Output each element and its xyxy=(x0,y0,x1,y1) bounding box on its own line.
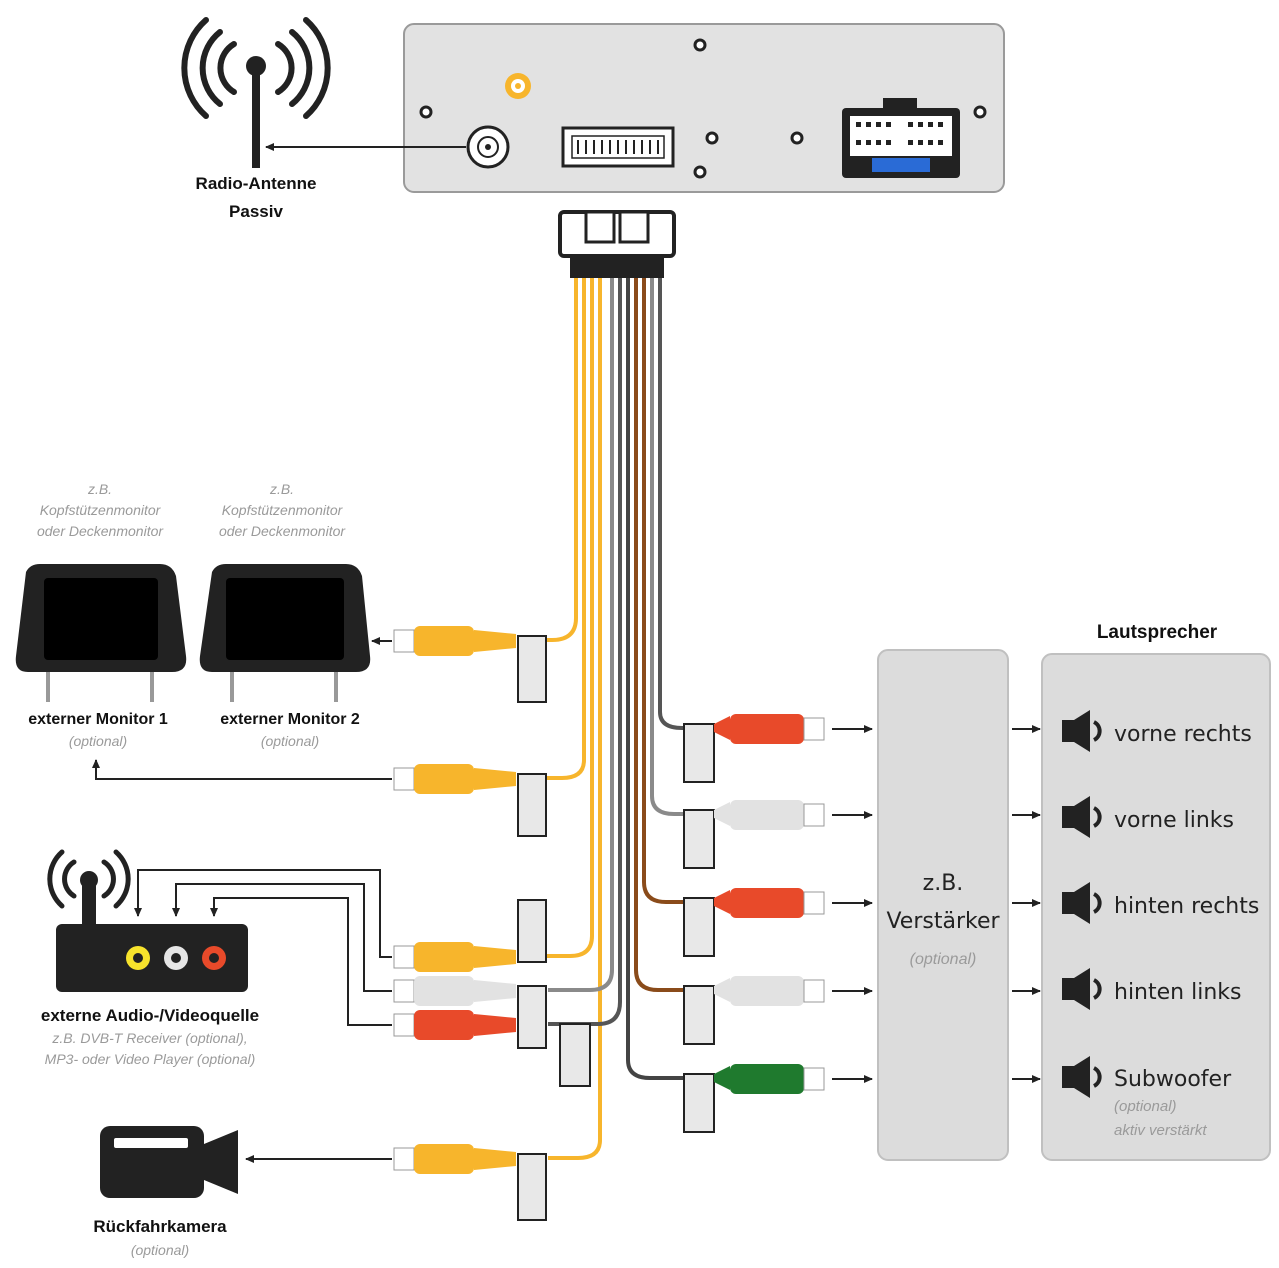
antenna-label: Radio-Antenne xyxy=(196,174,317,193)
monitor-2-label: externer Monitor 2 xyxy=(220,711,360,728)
speakers-panel: vorne rechts vorne links hinten rechts h… xyxy=(1041,653,1271,1161)
speaker-icon xyxy=(1062,882,1102,924)
amplifier-label-2: Verstärker xyxy=(886,909,1000,934)
antenna-socket-icon xyxy=(466,125,510,169)
speaker-label-rear-right: hinten rechts xyxy=(1114,894,1259,919)
main-connector-socket xyxy=(561,126,675,168)
av-source-note-1: z.B. DVB-T Receiver (optional), xyxy=(51,1030,247,1046)
monitor-2-note-3: oder Deckenmonitor xyxy=(219,523,346,539)
subwoofer-note: aktiv verstärkt xyxy=(1114,1122,1207,1139)
rca-plugs-left xyxy=(393,626,516,1174)
monitor-2-optional: (optional) xyxy=(261,733,319,749)
speaker-label-subwoofer: Subwoofer xyxy=(1114,1067,1232,1092)
monitor-1-label: externer Monitor 1 xyxy=(28,711,168,728)
camera-label: Rückfahrkamera xyxy=(93,1217,227,1236)
subwoofer-optional: (optional) xyxy=(1114,1098,1177,1115)
amplifier-panel: z.B. Verstärker (optional) xyxy=(877,649,1009,1161)
wire-bundle xyxy=(518,278,700,1160)
wire-tags xyxy=(517,635,715,1221)
monitor-2-icon xyxy=(199,564,371,702)
monitor-1-note-3: oder Deckenmonitor xyxy=(37,523,164,539)
speaker-icon xyxy=(1062,968,1102,1010)
speaker-label-front-left: vorne links xyxy=(1114,808,1234,833)
harness-plug xyxy=(558,210,676,278)
av-source-label: externe Audio-/Videoquelle xyxy=(41,1006,259,1025)
head-unit-rear xyxy=(403,23,1005,193)
speaker-icon xyxy=(1062,1056,1102,1098)
iso-connector-socket xyxy=(842,98,960,178)
camera-optional: (optional) xyxy=(131,1242,189,1258)
av-source-icon xyxy=(47,849,248,992)
monitor-1-optional: (optional) xyxy=(69,733,127,749)
radio-antenna-icon xyxy=(181,17,331,168)
av-source-note-2: MP3- oder Video Player (optional) xyxy=(45,1051,256,1067)
monitor-2-note-1: z.B. xyxy=(269,481,294,497)
speaker-icon xyxy=(1062,796,1102,838)
amplifier-label-1: z.B. xyxy=(923,871,964,896)
antenna-sublabel: Passiv xyxy=(229,202,283,221)
speaker-label-front-right: vorne rechts xyxy=(1114,722,1252,747)
amplifier-optional: (optional) xyxy=(910,951,977,968)
speaker-icon xyxy=(1062,710,1102,752)
monitor-1-icon xyxy=(15,564,187,702)
speakers-title: Lautsprecher xyxy=(1097,622,1218,643)
speaker-label-rear-left: hinten links xyxy=(1114,980,1241,1005)
monitor-1-note-2: Kopfstützenmonitor xyxy=(40,502,162,518)
gps-connector-icon xyxy=(505,73,531,99)
monitor-1-note-1: z.B. xyxy=(87,481,112,497)
monitor-2-note-2: Kopfstützenmonitor xyxy=(222,502,344,518)
rear-camera-icon xyxy=(100,1126,238,1198)
rca-plugs-right xyxy=(714,714,825,1094)
